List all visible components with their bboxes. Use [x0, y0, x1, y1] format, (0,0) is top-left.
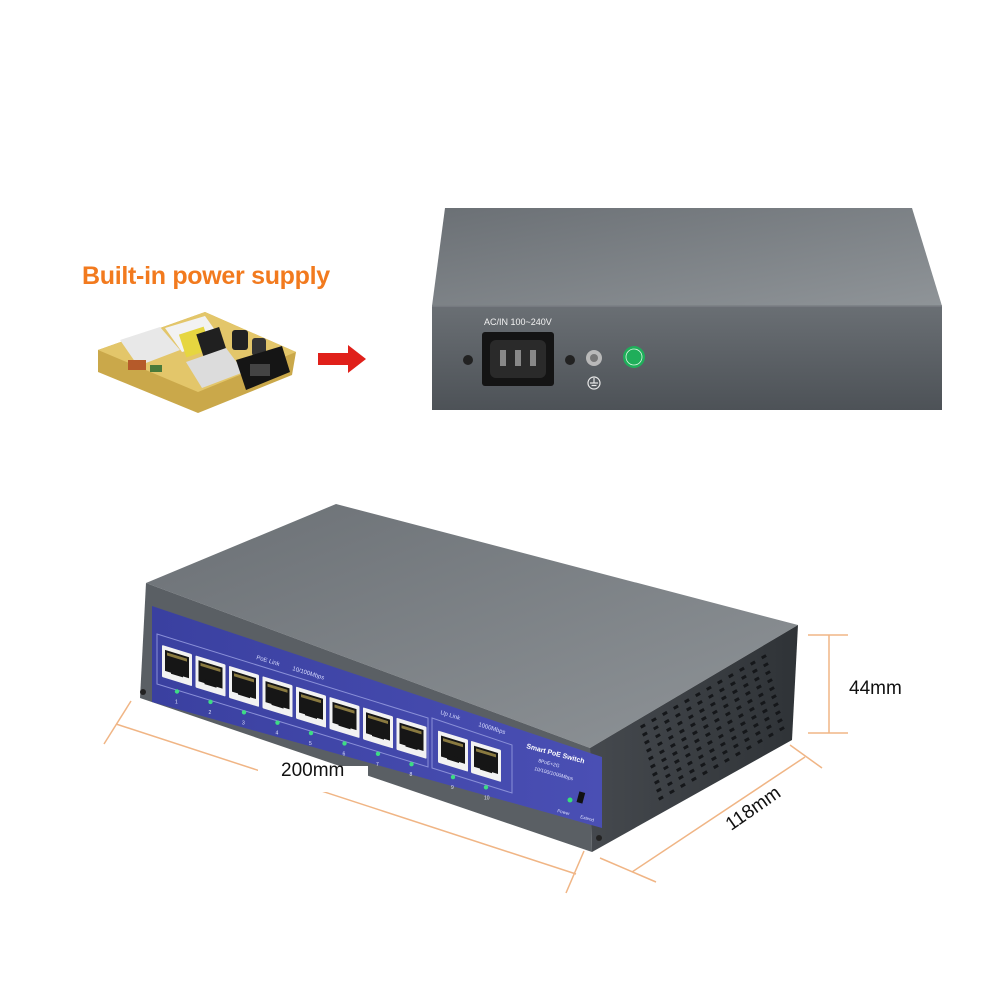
- screw-icon: [565, 355, 575, 365]
- port-number-2: 2: [209, 710, 212, 716]
- ethernet-port-5[interactable]: [296, 686, 326, 728]
- port-led-6: [342, 741, 347, 746]
- width-dimension-label: 200mm: [281, 760, 345, 781]
- extend-switch-label: Extend: [580, 814, 595, 823]
- port-led-4: [275, 720, 280, 725]
- power-supply-board-image: [98, 312, 296, 413]
- port-number-9: 9: [451, 785, 454, 791]
- port-led-9: [450, 774, 456, 780]
- port-number-5: 5: [309, 741, 312, 747]
- port-number-6: 6: [343, 751, 346, 757]
- screw-icon: [463, 355, 473, 365]
- ethernet-ports: [162, 645, 501, 782]
- ethernet-port-10[interactable]: [471, 741, 501, 782]
- ground-symbol-icon: [587, 376, 601, 390]
- ethernet-port-8[interactable]: [396, 717, 427, 759]
- dimension-lines: [103, 634, 848, 894]
- ethernet-port-6[interactable]: [329, 697, 360, 738]
- switch-rear-view: AC/IN 100~240V: [432, 208, 942, 410]
- port-led-3: [241, 710, 247, 715]
- uplink-label: Up Link: [439, 710, 461, 722]
- screw-icon: [140, 689, 146, 695]
- port-number-7: 7: [376, 762, 379, 768]
- port-number-10: 10: [484, 795, 490, 801]
- ethernet-port-2[interactable]: [195, 655, 226, 697]
- ethernet-port-1[interactable]: [162, 645, 192, 686]
- ethernet-port-3[interactable]: [229, 666, 259, 707]
- port-led-5: [308, 730, 314, 736]
- ethernet-port-4[interactable]: [262, 676, 293, 718]
- screw-icon: [596, 835, 602, 841]
- port-led-10: [483, 785, 489, 790]
- power-led: [567, 797, 573, 803]
- ethernet-port-7[interactable]: [363, 707, 393, 749]
- port-led-7: [375, 751, 381, 757]
- extend-switch[interactable]: [576, 791, 586, 804]
- arrow-right-icon: [318, 345, 366, 373]
- headline-built-in-power-supply: Built-in power supply: [82, 262, 330, 290]
- height-dimension-label: 44mm: [849, 678, 902, 699]
- ethernet-port-9[interactable]: [438, 730, 468, 772]
- port-number-1: 1: [175, 700, 178, 706]
- port-number-8: 8: [410, 772, 413, 778]
- ventilation-grille: [640, 654, 785, 801]
- port-number-4: 4: [276, 731, 279, 737]
- port-number-3: 3: [242, 720, 245, 726]
- port-led-8: [409, 761, 414, 767]
- port-led-1: [174, 689, 180, 694]
- port-led-2: [208, 699, 213, 705]
- ac-input-label: AC/IN 100~240V: [484, 317, 552, 327]
- power-led-label: Power: [557, 808, 571, 816]
- brand-model: 8PoE+2G: [537, 758, 560, 769]
